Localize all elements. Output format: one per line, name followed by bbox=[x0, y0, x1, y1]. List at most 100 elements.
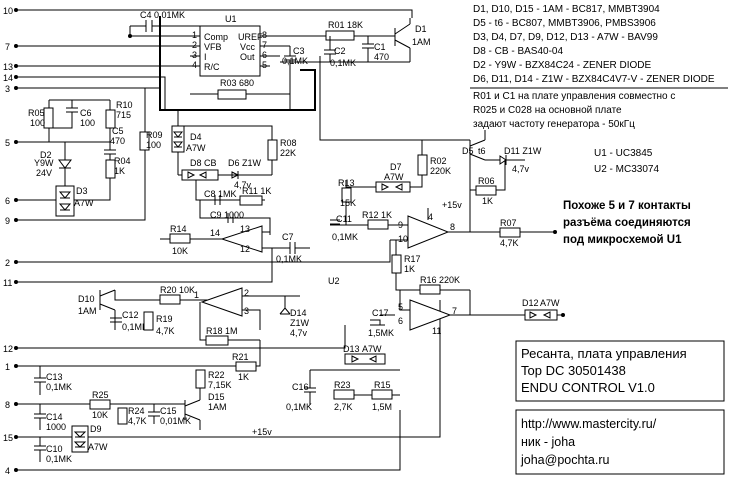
u1-pin-num: 3 bbox=[192, 50, 197, 60]
title-line: Ресанта, плата управления bbox=[521, 346, 687, 361]
r05-name: R05 bbox=[28, 108, 45, 118]
r22-value: 7,15K bbox=[208, 380, 232, 390]
r09-value: 100 bbox=[146, 140, 161, 150]
pin-label: 3 bbox=[5, 84, 10, 94]
u1-pin-name: R/C bbox=[204, 62, 220, 72]
capacitor-c3: C3 0,1MK bbox=[282, 46, 308, 68]
u1-pin-name: I bbox=[204, 52, 207, 62]
r23-name: R23 bbox=[334, 380, 351, 390]
d10-value: 1AM bbox=[78, 306, 97, 316]
d4-name: D4 bbox=[190, 132, 202, 142]
opamp-pin: 13 bbox=[240, 224, 250, 234]
c17-name: C17 bbox=[372, 308, 389, 318]
d12-value: A7W bbox=[540, 298, 560, 308]
r04-name: R04 bbox=[114, 156, 131, 166]
c6-name: C6 bbox=[80, 108, 92, 118]
c6-value: 100 bbox=[80, 118, 95, 128]
c5-value: 470 bbox=[110, 136, 125, 146]
r18-label: R18 1M bbox=[206, 326, 238, 336]
parts-notes: D1, D10, D15 - 1AM - BC817, MMBT3904 D5 … bbox=[470, 4, 728, 246]
d14-value: Z1W bbox=[290, 318, 310, 328]
note-line: D8 - CB - BAS40-04 bbox=[473, 46, 563, 57]
pin-label: 10 bbox=[3, 6, 13, 16]
r01-label: R01 18K bbox=[328, 20, 363, 30]
d1-value: 1AM bbox=[412, 37, 431, 47]
opamp-pin: 11 bbox=[432, 326, 441, 336]
u1-pin-name: Vcc bbox=[240, 42, 256, 52]
d11-voltage: 4,7v bbox=[512, 164, 530, 174]
r07-value: 4,7K bbox=[500, 238, 519, 248]
r16-label: R16 220K bbox=[420, 275, 460, 285]
c13-name: C13 bbox=[46, 372, 63, 382]
d3-value: A7W bbox=[74, 198, 94, 208]
r02-value: 220K bbox=[430, 166, 451, 176]
r15-name: R15 bbox=[374, 380, 391, 390]
opamp-pin: 8 bbox=[450, 222, 455, 232]
c1-name: C1 bbox=[374, 42, 386, 52]
c3-value: 0,1MK bbox=[282, 56, 308, 66]
note-line: D2 - Y9W - BZX84C24 - ZENER DIODE bbox=[473, 60, 652, 71]
contacts-note: под микросхемой U1 bbox=[563, 234, 682, 246]
output-stage: D5 t6 D11 Z1W 4,7v R06 1K +15v bbox=[442, 130, 542, 232]
d7-name: D7 bbox=[390, 162, 402, 172]
title-line: Top DC 30501438 bbox=[521, 363, 626, 378]
opamp-b: 9 10 8 4 R07 4,7K bbox=[390, 208, 557, 249]
opamp-pin: 3 bbox=[244, 306, 249, 316]
pin-label: 2 bbox=[5, 258, 10, 268]
credits-url[interactable]: http://www.mastercity.ru/ bbox=[521, 417, 657, 431]
c10-name: C10 bbox=[46, 444, 63, 454]
u1-pin-name: UREF bbox=[238, 32, 263, 42]
capacitor-c4: C4 0,01MK bbox=[130, 10, 200, 32]
pin-label: 7 bbox=[5, 42, 10, 52]
d2-voltage: 24V bbox=[36, 168, 52, 178]
contacts-note: Похоже 5 и 7 контакты bbox=[563, 200, 691, 212]
d4-value: A7W bbox=[186, 143, 206, 153]
d12-name: D12 bbox=[522, 298, 539, 308]
c17-value: 1,5MK bbox=[368, 328, 394, 338]
transistor-d1: D1 1AM bbox=[394, 10, 431, 62]
credits-nick: ник - joha bbox=[521, 435, 575, 449]
r22-name: R22 bbox=[208, 370, 225, 380]
plus15-b: +15v bbox=[252, 427, 272, 437]
opamp-a: 13 12 14 R14 10K C7 0,1MK bbox=[160, 224, 310, 264]
c12-value: 0,1MK bbox=[122, 322, 148, 332]
pin-label: 1 bbox=[5, 362, 10, 372]
r04-value: 1K bbox=[114, 166, 125, 176]
c3-name: C3 bbox=[293, 46, 305, 56]
c16-name: C16 bbox=[292, 382, 309, 392]
d6-voltage: 4,7v bbox=[234, 180, 252, 190]
u1-pin-name: VFB bbox=[204, 42, 222, 52]
u1-pin-name: Out bbox=[240, 52, 255, 62]
connector-wires bbox=[14, 8, 441, 472]
d8-label: D8 CB bbox=[190, 158, 217, 168]
d14-name: D14 bbox=[290, 308, 307, 318]
r21-value: 1K bbox=[238, 372, 249, 382]
opamp-pin: 2 bbox=[244, 288, 249, 298]
note-line: задают частоту генератора - 50кГц bbox=[473, 119, 635, 130]
r10-name: R10 bbox=[116, 100, 133, 110]
credits-email[interactable]: joha@pochta.ru bbox=[520, 453, 609, 467]
r05-value: 100 bbox=[30, 118, 45, 128]
r23-value: 2,7K bbox=[334, 402, 353, 412]
feedback-network: D4 A7W R08 22K D8 CB D6 Z1W 4,7v C8 1MK … bbox=[171, 110, 297, 235]
opamp-pin: 7 bbox=[452, 306, 457, 316]
d7-value: A7W bbox=[384, 172, 404, 182]
u1-pin-num: 1 bbox=[192, 30, 197, 40]
r24-name: R24 bbox=[128, 406, 145, 416]
opamp-d: R17 1K R16 220K 5 6 7 11 D12 A7W bbox=[391, 240, 565, 336]
u1-label: U1 bbox=[225, 14, 237, 24]
c8-label: C8 1MK bbox=[204, 189, 237, 199]
d15-name: D15 bbox=[208, 392, 225, 402]
c2-value: 0,1MK bbox=[330, 58, 356, 68]
pin-label: 15 bbox=[3, 433, 13, 443]
opamp-pin: 5 bbox=[398, 302, 403, 312]
c5-name: C5 bbox=[112, 126, 124, 136]
pin-label: 8 bbox=[5, 400, 10, 410]
r15-value: 1,5M bbox=[372, 402, 392, 412]
r25-value: 10K bbox=[92, 410, 108, 420]
opamp-pin: 14 bbox=[210, 228, 220, 238]
out-wire bbox=[319, 56, 470, 141]
opamp-pin: 9 bbox=[398, 220, 403, 230]
d14-voltage: 4,7v bbox=[290, 328, 308, 338]
